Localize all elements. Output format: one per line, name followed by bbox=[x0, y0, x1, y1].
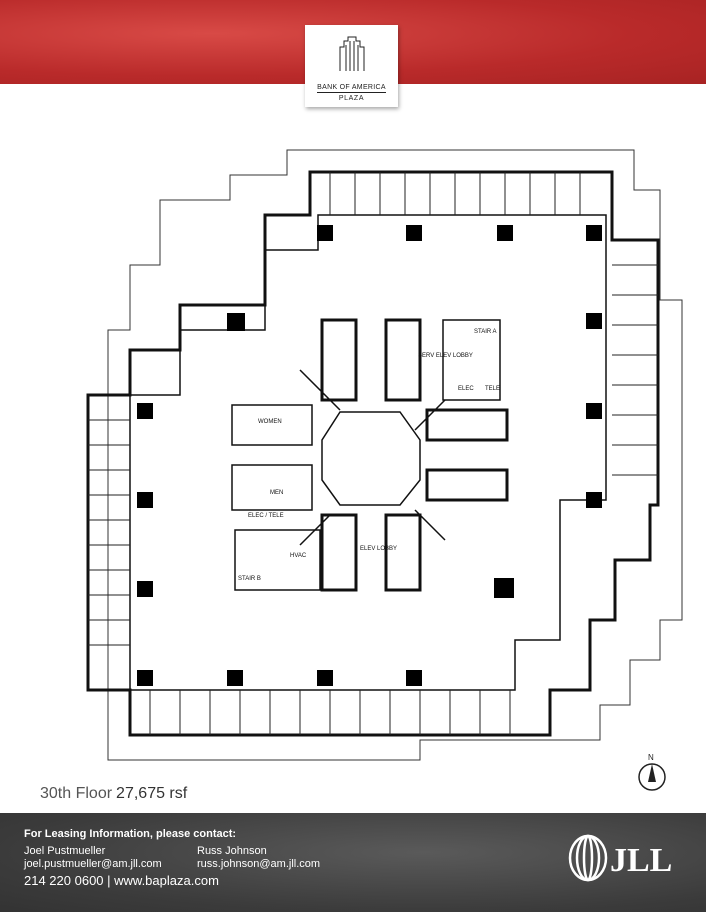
contact-heading: For Leasing Information, please contact: bbox=[24, 828, 237, 840]
logo-line1: BANK OF AMERICA bbox=[317, 84, 386, 93]
contact-name: Joel Pustmueller bbox=[24, 845, 106, 857]
label-elev-lobby: ELEV LOBBY bbox=[360, 546, 397, 552]
label-women: WOMEN bbox=[258, 419, 282, 425]
floor-name: 30th Floor bbox=[40, 785, 113, 802]
building-logo: BANK OF AMERICA PLAZA bbox=[305, 25, 398, 107]
label-stair-b: STAIR B bbox=[238, 576, 261, 582]
floor-plan: WOMEN MEN ELEC / TELE HVAC STAIR B ELEV … bbox=[86, 149, 683, 761]
label-elec: ELEC bbox=[458, 386, 474, 392]
columns bbox=[137, 225, 602, 686]
footer: For Leasing Information, please contact:… bbox=[0, 813, 706, 912]
tower-icon bbox=[339, 36, 364, 71]
interior-ring bbox=[129, 214, 607, 691]
room-labels: WOMEN MEN ELEC / TELE HVAC STAIR B ELEV … bbox=[238, 329, 500, 582]
label-hvac: HVAC bbox=[290, 553, 307, 559]
north-label: N bbox=[648, 753, 654, 762]
jll-wordmark: JLL bbox=[610, 842, 672, 879]
property-line bbox=[107, 149, 683, 761]
jll-logo: JLL bbox=[568, 834, 672, 882]
label-tele: TELE bbox=[485, 386, 500, 392]
logo-line2: PLAZA bbox=[338, 95, 365, 102]
building-outline bbox=[86, 170, 660, 737]
core bbox=[231, 318, 509, 592]
floor-area: 27,675 rsf bbox=[116, 785, 188, 802]
label-elec-tele: ELEC / TELE bbox=[248, 513, 284, 519]
label-men: MEN bbox=[270, 490, 283, 496]
perimeter-offices bbox=[88, 172, 658, 735]
north-arrow-icon: N bbox=[638, 753, 666, 791]
contact-email[interactable]: joel.pustmueller@am.jll.com bbox=[24, 858, 162, 870]
contact-name: Russ Johnson bbox=[197, 845, 267, 857]
label-stair-a: STAIR A bbox=[474, 329, 497, 335]
label-serv-elev-lobby: SERV ELEV LOBBY bbox=[418, 353, 473, 359]
phone-website[interactable]: 214 220 0600 | www.baplaza.com bbox=[24, 873, 219, 888]
contact-email[interactable]: russ.johnson@am.jll.com bbox=[197, 858, 321, 870]
